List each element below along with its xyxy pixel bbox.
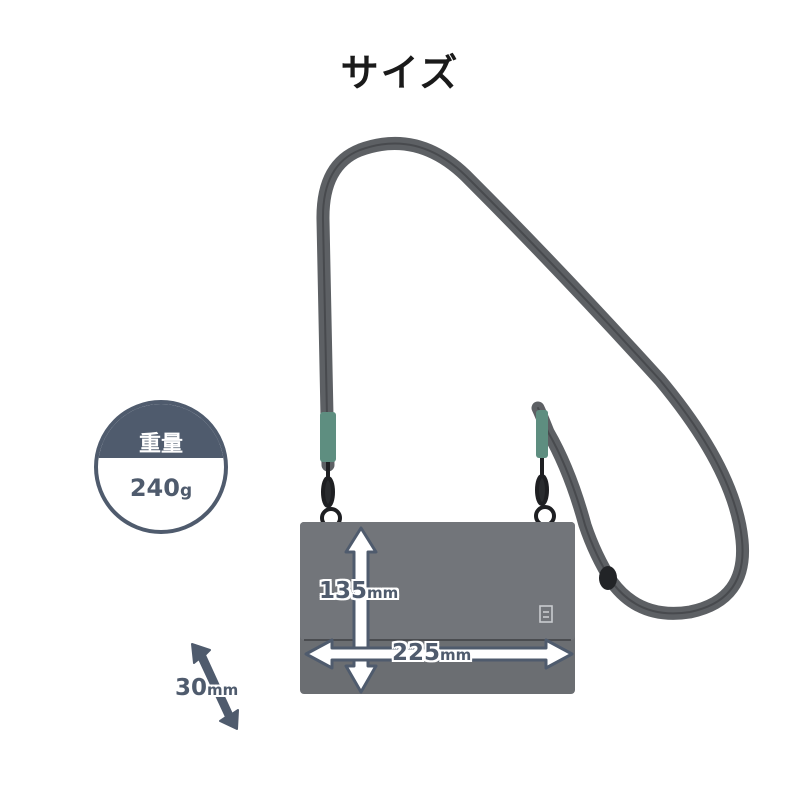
weight-value: 240g — [98, 474, 224, 502]
left-strap-tab — [320, 412, 336, 462]
depth-arrow — [191, 643, 239, 730]
width-value: 225 — [392, 640, 441, 666]
height-unit: mm — [367, 584, 399, 602]
width-unit: mm — [440, 646, 472, 664]
height-value: 135 — [319, 578, 368, 604]
left-clasp — [320, 462, 342, 529]
strap-adjuster — [599, 566, 617, 590]
weight-badge: 重量 240g — [94, 400, 228, 534]
page-title: サイズ — [340, 51, 460, 95]
height-arrow — [344, 526, 378, 694]
weight-number: 240 — [129, 474, 180, 502]
weight-unit: g — [179, 481, 193, 501]
width-label: 225mm — [392, 640, 471, 666]
depth-value: 30 — [175, 675, 208, 701]
right-strap-tab — [536, 410, 548, 458]
depth-unit: mm — [207, 681, 239, 699]
width-arrow — [304, 638, 574, 670]
shoulder-strap-edge — [321, 142, 744, 615]
shoulder-strap — [316, 137, 750, 620]
weight-label: 重量 — [138, 432, 183, 457]
brand-logo-icon — [539, 605, 553, 623]
height-label: 135mm — [319, 578, 398, 604]
weight-badge-header — [98, 404, 224, 458]
right-clasp — [534, 458, 556, 527]
depth-label: 30mm — [175, 675, 238, 701]
